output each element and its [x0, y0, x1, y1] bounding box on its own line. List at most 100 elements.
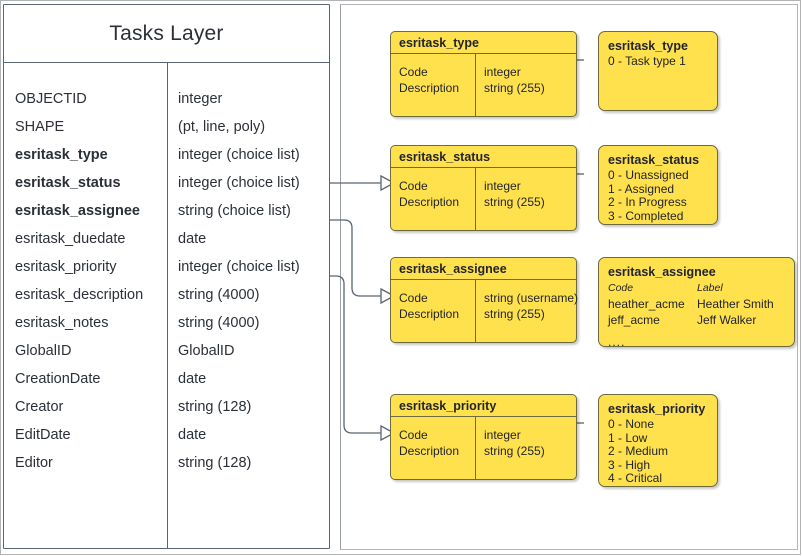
- value-list-item: 3 - Completed: [608, 208, 684, 223]
- domain-field-types: integer string (255): [484, 178, 545, 210]
- domain-field-types: integer string (255): [484, 64, 545, 96]
- domain-field-names: Code Description: [399, 178, 459, 210]
- table-row[interactable]: SHAPE (pt, line, poly): [4, 113, 329, 141]
- value-list-title: esritask_assignee: [608, 265, 716, 279]
- domain-field-name: Code: [399, 179, 428, 193]
- domain-field-name: Code: [399, 65, 428, 79]
- domain-box-esritask-priority[interactable]: esritask_priority Code Description integ…: [390, 394, 577, 480]
- value-list-esritask-assignee[interactable]: esritask_assignee Code Label heather_acm…: [598, 257, 795, 350]
- field-type: integer (choice list): [178, 175, 300, 191]
- field-type: date: [178, 231, 207, 247]
- domain-field-type: integer: [484, 428, 521, 442]
- field-type: date: [178, 427, 207, 443]
- table-row[interactable]: esritask_notes string (4000): [4, 309, 329, 337]
- value-code: jeff_acme: [608, 313, 660, 327]
- value-list-esritask-priority[interactable]: esritask_priority 0 - None 1 - Low 2 - M…: [598, 394, 718, 487]
- field-name: esritask_priority: [15, 259, 117, 275]
- domain-title: esritask_assignee: [391, 258, 576, 280]
- domain-body: Code Description string (username) strin…: [391, 280, 578, 342]
- page-title: Tasks Layer: [4, 5, 329, 63]
- value-list-item: 1 - Assigned: [608, 181, 675, 196]
- domain-body: Code Description integer string (255): [391, 417, 576, 479]
- value-list-title: esritask_type: [608, 39, 688, 53]
- domain-body: Code Description integer string (255): [391, 168, 576, 230]
- value-list-item: 3 - High: [608, 457, 651, 472]
- domain-title: esritask_type: [391, 32, 576, 54]
- field-type: integer (choice list): [178, 147, 300, 163]
- domain-box-esritask-type[interactable]: esritask_type Code Description integer s…: [390, 31, 577, 117]
- table-row[interactable]: esritask_description string (4000): [4, 281, 329, 309]
- column-divider: [167, 63, 169, 548]
- field-name: esritask_notes: [15, 315, 109, 331]
- table-row[interactable]: esritask_assignee string (choice list): [4, 197, 329, 225]
- value-list-item: 2 - Medium: [608, 444, 669, 459]
- field-type: (pt, line, poly): [178, 119, 266, 135]
- field-name: OBJECTID: [15, 91, 87, 107]
- field-name: esritask_type: [15, 147, 108, 163]
- field-type: string (4000): [178, 315, 260, 331]
- domain-column-divider: [475, 54, 477, 116]
- table-row[interactable]: EditDate date: [4, 421, 329, 449]
- column-header-label: Label: [697, 282, 723, 294]
- table-row[interactable]: esritask_duedate date: [4, 225, 329, 253]
- table-row[interactable]: OBJECTID integer: [4, 85, 329, 113]
- table-row[interactable]: esritask_type integer (choice list): [4, 141, 329, 169]
- domain-field-names: Code Description: [399, 427, 459, 459]
- table-row[interactable]: GlobalID GlobalID: [4, 337, 329, 365]
- domain-box-esritask-status[interactable]: esritask_status Code Description integer…: [390, 145, 577, 231]
- field-name: esritask_assignee: [15, 203, 140, 219]
- table-row[interactable]: esritask_status integer (choice list): [4, 169, 329, 197]
- value-list-item: 2 - In Progress: [608, 195, 687, 210]
- value-list-table: Code Label heather_acme Heather Smith je…: [608, 281, 794, 350]
- domain-field-types: integer string (255): [484, 427, 545, 459]
- domain-column-divider: [475, 417, 477, 479]
- table-row[interactable]: esritask_priority integer (choice list): [4, 253, 329, 281]
- domain-title: esritask_priority: [391, 395, 576, 417]
- field-type: string (4000): [178, 287, 260, 303]
- value-label: Heather Smith: [697, 297, 774, 311]
- value-code: heather_acme: [608, 297, 685, 311]
- domain-field-type: integer: [484, 65, 521, 79]
- domain-field-type: integer: [484, 179, 521, 193]
- value-list-ellipsis: ....: [608, 335, 626, 349]
- domain-field-type: string (username): [484, 291, 579, 305]
- value-list-row: heather_acme Heather Smith: [608, 296, 794, 312]
- table-row[interactable]: CreationDate date: [4, 365, 329, 393]
- field-name: Editor: [15, 455, 53, 471]
- domain-field-types: string (username) string (255): [484, 290, 578, 322]
- field-name: CreationDate: [15, 371, 101, 387]
- field-name: esritask_status: [15, 175, 121, 191]
- field-type: integer: [178, 91, 223, 107]
- value-list-esritask-type[interactable]: esritask_type 0 - Task type 1: [598, 31, 718, 111]
- field-name: EditDate: [15, 427, 71, 443]
- value-list-item: 0 - None: [608, 417, 655, 431]
- field-name: esritask_duedate: [15, 231, 126, 247]
- table-row[interactable]: Editor string (128): [4, 449, 329, 477]
- domain-field-type: string (255): [484, 307, 545, 321]
- tasks-layer-entity[interactable]: Tasks Layer OBJECTID integer SHAPE (pt, …: [3, 4, 330, 549]
- domain-field-names: Code Description: [399, 290, 459, 322]
- value-list-item: 4 - Critical: [608, 471, 663, 486]
- domain-field-name: Code: [399, 428, 428, 442]
- domain-column-divider: [475, 168, 477, 230]
- domain-box-esritask-assignee[interactable]: esritask_assignee Code Description strin…: [390, 257, 578, 343]
- column-header-code: Code: [608, 282, 634, 294]
- value-list-item: 0 - Unassigned: [608, 168, 689, 182]
- domain-body: Code Description integer string (255): [391, 54, 576, 116]
- domain-field-names: Code Description: [399, 64, 459, 96]
- domain-column-divider: [475, 280, 477, 342]
- field-type: GlobalID: [178, 343, 235, 359]
- domain-field-type: string (255): [484, 195, 545, 209]
- field-type: integer (choice list): [178, 259, 300, 275]
- value-list-title: esritask_priority: [608, 402, 706, 416]
- value-list-header-row: Code Label: [608, 281, 794, 296]
- field-name: SHAPE: [15, 119, 65, 135]
- domain-title: esritask_status: [391, 146, 576, 168]
- value-list-item: 0 - Task type 1: [608, 54, 686, 68]
- value-list-row: jeff_acme Jeff Walker: [608, 312, 794, 328]
- table-row[interactable]: Creator string (128): [4, 393, 329, 421]
- domain-field-name: Description: [399, 307, 460, 321]
- value-list-esritask-status[interactable]: esritask_status 0 - Unassigned 1 - Assig…: [598, 145, 718, 225]
- field-type: string (128): [178, 399, 252, 415]
